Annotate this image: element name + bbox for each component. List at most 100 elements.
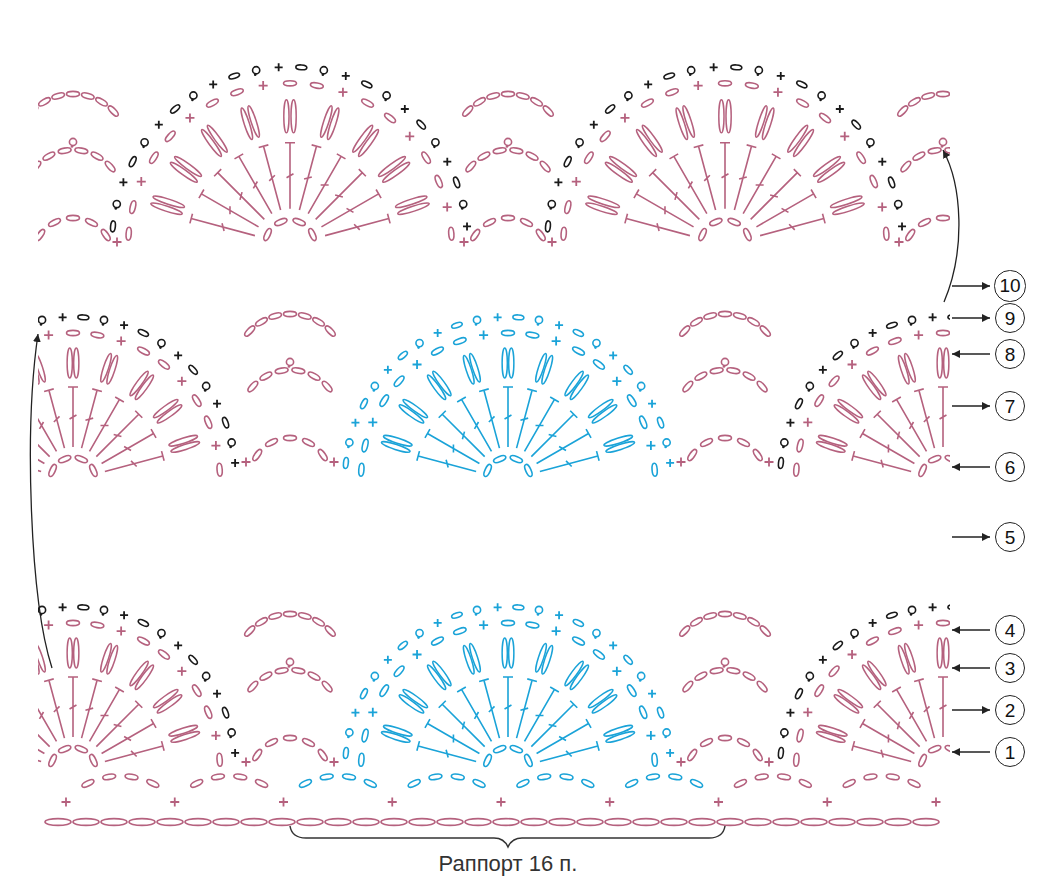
- chain-stitch: [526, 621, 540, 628]
- single-crochet: [479, 621, 488, 630]
- chain-stitch: [560, 773, 574, 780]
- chain-stitch: [773, 819, 799, 826]
- puff-stitch: [833, 693, 860, 715]
- single-crochet: [59, 313, 67, 321]
- chain-stitch: [265, 437, 279, 448]
- chain-stitch: [886, 611, 898, 619]
- chain-stitch: [513, 605, 524, 610]
- chain-stitch: [745, 82, 759, 89]
- chain-stitch: [516, 92, 530, 100]
- puff-stitch: [397, 201, 430, 216]
- puff-stitch: [866, 660, 888, 687]
- chain-stitch: [525, 151, 539, 162]
- single-crochet: [275, 63, 283, 71]
- chain-stitch: [737, 737, 751, 748]
- picot-dot: [159, 346, 162, 349]
- chain-stitch: [561, 227, 567, 240]
- puff-stitch: [903, 353, 917, 383]
- double-crochet: [457, 687, 491, 741]
- picot-dot: [594, 346, 597, 349]
- single-crochet: [644, 80, 652, 88]
- single-crochet: [666, 749, 674, 757]
- chain-stitch: [832, 350, 844, 361]
- double-crochet: [105, 451, 164, 471]
- chain-stitch: [912, 151, 926, 162]
- chain-stitch: [521, 819, 547, 826]
- chain-stitch: [626, 394, 637, 408]
- chain-stitch: [128, 156, 137, 168]
- single-crochet: [840, 132, 849, 141]
- chain-stitch: [255, 316, 269, 327]
- picot: [113, 200, 120, 207]
- picot-dot: [689, 73, 692, 76]
- single-crochet: [62, 798, 71, 807]
- puff-stitch: [540, 645, 554, 675]
- puff-stitch: [170, 730, 200, 744]
- stitch-fan: [110, 63, 471, 241]
- picot: [416, 339, 423, 346]
- chain-stitch: [549, 819, 575, 826]
- puff-stitch: [67, 638, 72, 668]
- puff-stitch: [944, 348, 949, 378]
- chain-stitch: [577, 819, 603, 826]
- row-arrow: [952, 536, 990, 537]
- single-crochet: [120, 321, 128, 329]
- chain-arches: [242, 311, 339, 466]
- single-crochet: [932, 798, 941, 807]
- single-crochet: [765, 458, 774, 467]
- chain-stitch: [710, 667, 724, 674]
- double-crochet: [760, 214, 825, 236]
- picot-dot: [288, 365, 291, 368]
- chain-stitch: [883, 227, 889, 240]
- row-number: 3: [995, 653, 1025, 683]
- picot-dot: [506, 145, 509, 148]
- picot-dot: [114, 207, 117, 210]
- chain-stitch: [502, 91, 515, 96]
- chain-stitch: [690, 316, 704, 327]
- single-crochet: [174, 641, 182, 649]
- chain-stitch: [948, 315, 950, 320]
- chain-stitch: [465, 160, 478, 173]
- chain-stitch: [74, 147, 88, 154]
- chain-stitch: [469, 228, 481, 242]
- chain-stitch: [407, 778, 421, 788]
- chain-stitch: [719, 81, 732, 86]
- chain-stitch: [623, 364, 634, 375]
- row-arrow: [952, 317, 990, 318]
- single-crochet: [572, 177, 581, 186]
- single-crochet: [555, 611, 563, 619]
- chain-stitch: [185, 819, 211, 826]
- puff-stitch: [152, 194, 185, 209]
- row-arrows: [952, 286, 990, 752]
- picot: [432, 139, 439, 146]
- chain-stitch: [537, 773, 551, 780]
- chain-stitch: [886, 321, 898, 329]
- chain-stitch: [42, 151, 56, 162]
- chain-stitch: [719, 435, 732, 440]
- picot-dot: [782, 446, 785, 449]
- chain-stitch: [944, 744, 950, 754]
- chain-stitch: [493, 819, 519, 826]
- chain-stitch: [682, 380, 695, 393]
- single-crochet: [185, 113, 194, 122]
- puff-stitch: [509, 638, 514, 668]
- picot-dot: [142, 146, 145, 149]
- chain-stitch: [95, 96, 109, 107]
- single-crochet: [819, 366, 827, 374]
- single-crochet: [803, 708, 812, 717]
- chain-stitch: [320, 773, 334, 780]
- picot-dot: [475, 613, 478, 616]
- chain-stitch: [818, 112, 831, 124]
- puff-stitch: [812, 155, 842, 179]
- double-crochet: [68, 387, 78, 447]
- single-crochet: [413, 650, 422, 659]
- picot: [383, 92, 390, 99]
- chain-stitch: [90, 151, 104, 162]
- chain-stitch: [38, 105, 39, 118]
- chain-stitch: [493, 454, 507, 464]
- picot-dot: [910, 613, 913, 616]
- chain-stitch: [157, 358, 170, 370]
- picot: [141, 139, 148, 146]
- chain-stitch: [448, 227, 454, 240]
- row-arrow: [952, 405, 990, 406]
